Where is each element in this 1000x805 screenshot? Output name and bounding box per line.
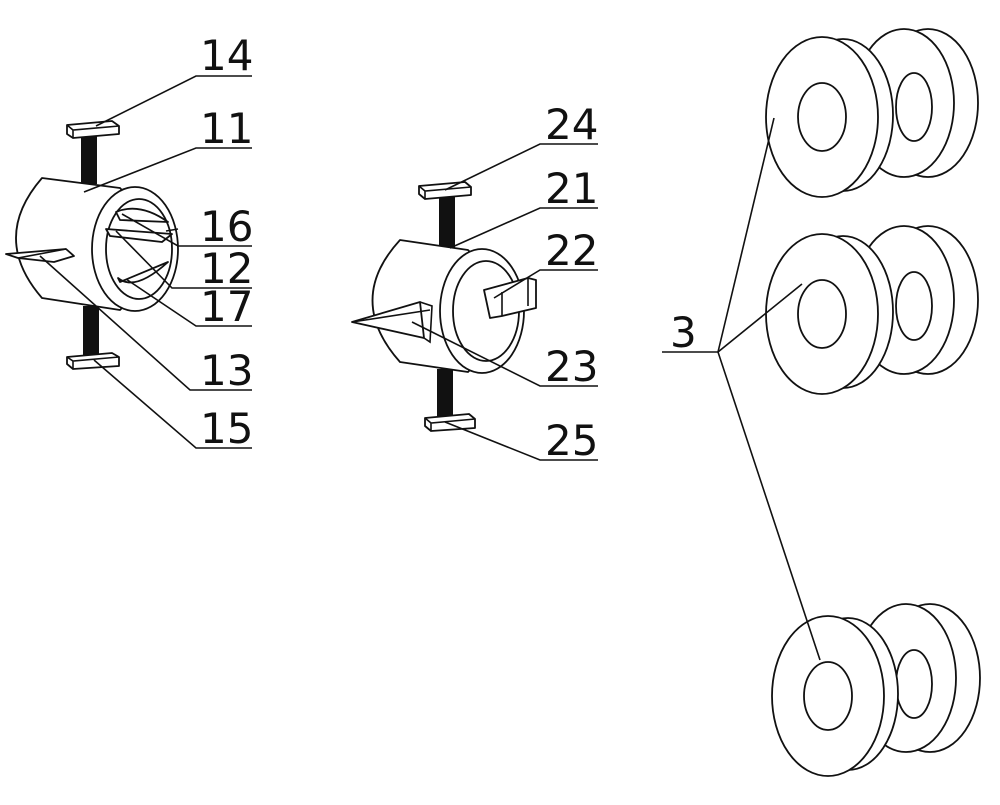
label-11: 11	[200, 104, 253, 153]
pulley-wheel-bottom	[771, 603, 981, 777]
pulley-wheel-middle	[765, 225, 979, 395]
label-22: 22	[545, 226, 598, 275]
bottom-block-25	[424, 413, 476, 432]
label-14: 14	[200, 31, 253, 80]
label-16: 16	[200, 202, 253, 251]
top-block-24	[418, 181, 472, 200]
top-screw-rod-2	[439, 196, 455, 248]
label-13: 13	[200, 346, 253, 395]
bottom-screw-rod-2	[437, 369, 453, 417]
top-block-14	[66, 120, 120, 139]
label-23: 23	[545, 342, 598, 391]
bottom-screw-rod-1	[83, 306, 99, 356]
inner-blade-12	[105, 228, 173, 243]
inner-blade-17	[117, 261, 169, 284]
label-15: 15	[200, 404, 253, 453]
leader-lines	[39, 75, 821, 661]
label-3: 3	[670, 308, 697, 357]
pulley-wheel-top	[765, 28, 979, 198]
top-screw-rod-1	[81, 134, 97, 184]
sleeve-assembly-1	[5, 120, 179, 370]
label-25: 25	[545, 416, 598, 465]
side-blade-23	[351, 301, 425, 339]
bottom-block-15	[66, 352, 120, 370]
label-24: 24	[545, 100, 598, 149]
sleeve-assembly-2	[351, 181, 537, 432]
reference-labels: 14 11 16 12 17 13 15 24 21 22 23 25 3	[200, 31, 697, 465]
label-12: 12	[200, 244, 253, 293]
label-21: 21	[545, 164, 598, 213]
sleeve-bore-11	[105, 198, 173, 300]
label-17: 17	[200, 282, 253, 331]
side-blade-13	[5, 248, 75, 263]
